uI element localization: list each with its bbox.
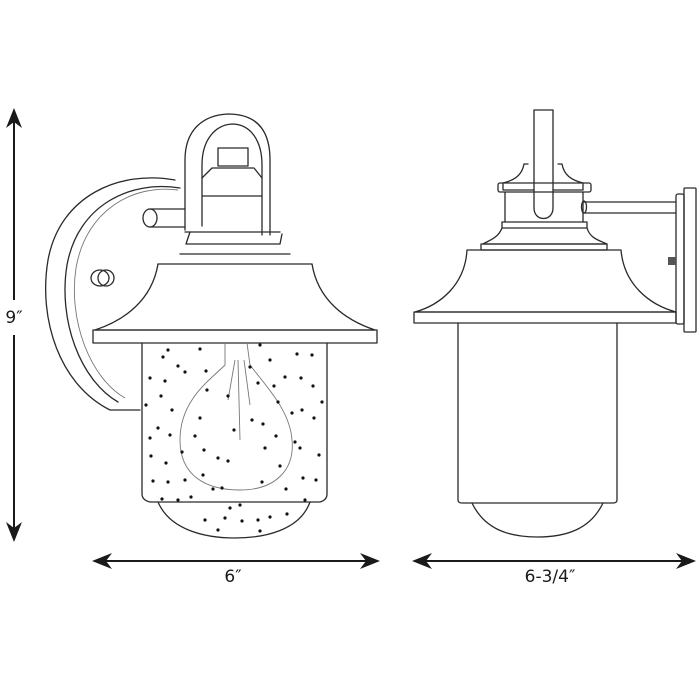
height-dimension-label: 9″ [0,308,28,328]
side-depth-dimension-label: 6-3/4″ [510,567,590,587]
height-dimension-line [6,108,22,542]
set-screw-icon [668,257,676,265]
side-depth-dimension-line [412,553,696,569]
front-width-dimension-line [92,553,380,569]
front-width-dimension-label: 6″ [208,567,258,587]
side-view-lantern [413,109,697,538]
front-view-lantern [45,113,378,539]
seeded-glass-dots [144,343,324,533]
